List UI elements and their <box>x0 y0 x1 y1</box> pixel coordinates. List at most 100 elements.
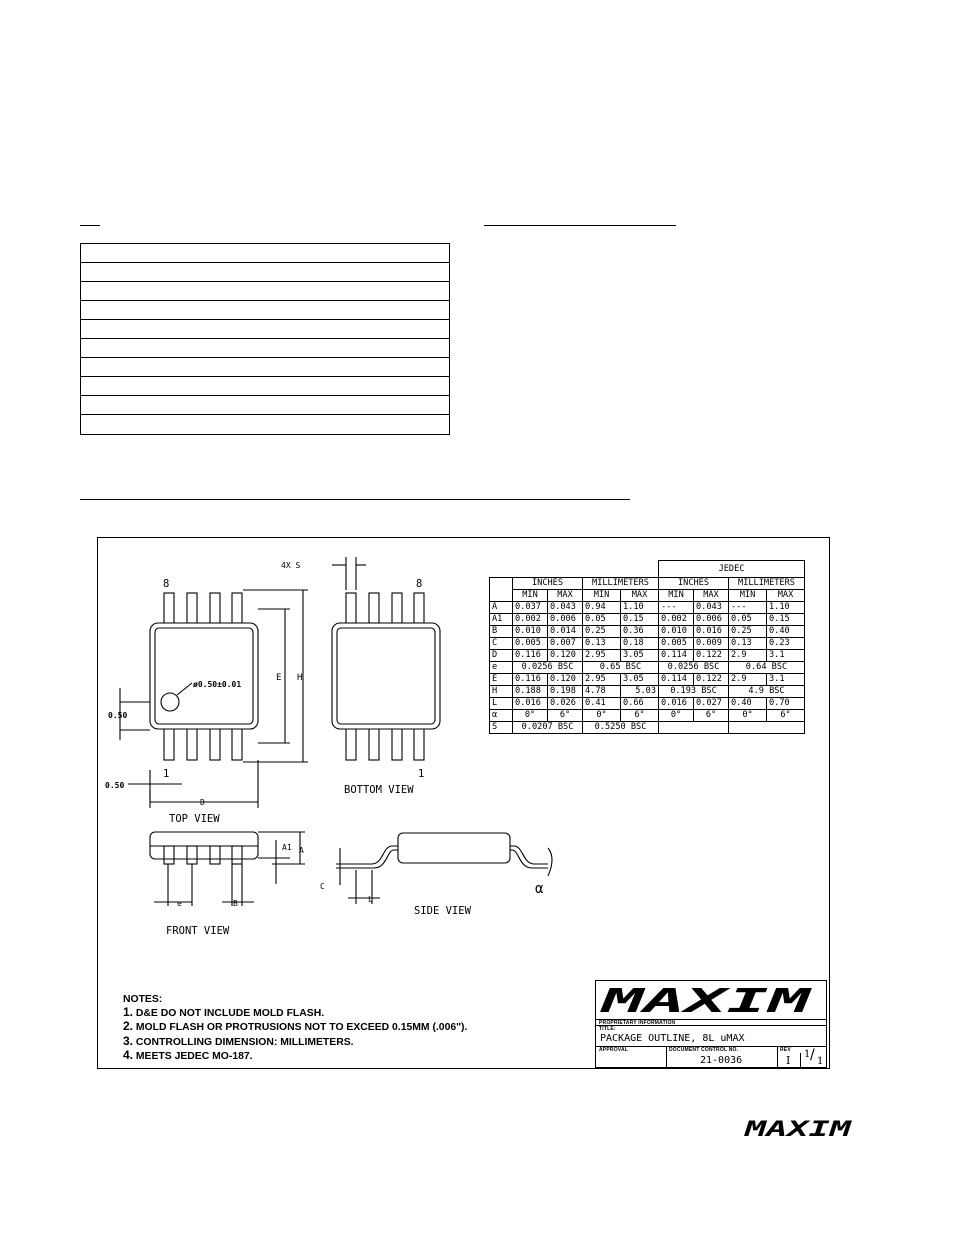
table-cell: 0.116 <box>512 673 548 686</box>
table-cell: 0.026 <box>547 697 583 710</box>
table-cell: 0.13 <box>728 637 767 650</box>
document-number: 21-0036 <box>700 1055 743 1066</box>
dim-symbol: D <box>489 649 513 662</box>
dim-050-label: 0.50 <box>108 711 127 720</box>
table-cell: 6° <box>620 709 659 722</box>
dim-symbol: A <box>489 601 513 614</box>
dim-symbol: α <box>489 709 513 722</box>
dim-4xs-label: 4X S <box>281 561 300 570</box>
short-heading-rule <box>80 225 100 226</box>
table-cell: 3.05 <box>620 673 659 686</box>
bottom-view-package <box>331 557 441 761</box>
svg-text:MAXIM: MAXIM <box>744 1118 852 1140</box>
table-row <box>81 282 449 301</box>
inches-header: INCHES <box>512 577 583 590</box>
table-row <box>81 415 449 434</box>
min-header: MIN <box>658 589 694 602</box>
table-row <box>81 320 449 339</box>
table-cell: 0.120 <box>547 673 583 686</box>
note-text: D&E DO NOT INCLUDE MOLD FLASH. <box>135 1008 325 1020</box>
table-cell: 0° <box>728 709 767 722</box>
note-item: 1. D&E DO NOT INCLUDE MOLD FLASH. <box>123 1006 467 1020</box>
footer-maxim-logo: MAXIM <box>744 1118 852 1140</box>
table-cell: --- <box>658 601 694 614</box>
table-cell: 0.41 <box>582 697 621 710</box>
dim-c-label: C <box>320 882 325 891</box>
drawing-title: PACKAGE OUTLINE, 8L uMAX <box>600 1033 745 1044</box>
dim-symbol: B <box>489 625 513 638</box>
table-cell: 0.64 BSC <box>728 661 805 674</box>
table-row <box>81 377 449 396</box>
package-drawing: 8 8 1 1 4X S E H ø0.50±0.01 0.50 0.50 D … <box>105 557 553 937</box>
note-item: 2. MOLD FLASH OR PROTRUSIONS NOT TO EXCE… <box>123 1020 467 1034</box>
notes-block: NOTES: 1. D&E DO NOT INCLUDE MOLD FLASH.… <box>123 994 467 1063</box>
table-cell: 2.95 <box>582 673 621 686</box>
title-label: TITLE: <box>599 1026 616 1032</box>
table-cell: 0.114 <box>658 673 694 686</box>
table-cell: 0° <box>512 709 548 722</box>
dim-a-label: A <box>299 846 304 855</box>
sheet-slash: / <box>810 1047 815 1063</box>
table-row <box>81 263 449 282</box>
table-cell: 0.13 <box>582 637 621 650</box>
note-item: 4. MEETS JEDEC MO-187. <box>123 1049 467 1063</box>
table-cell: 0.122 <box>693 673 729 686</box>
note-text: MEETS JEDEC MO-187. <box>135 1050 253 1062</box>
table-cell: 0.05 <box>582 613 621 626</box>
table-cell: 0.009 <box>693 637 729 650</box>
table-cell: 0.23 <box>766 637 805 650</box>
table-cell: 0.40 <box>728 697 767 710</box>
table-cell: 6° <box>547 709 583 722</box>
table-cell: 0.116 <box>512 649 548 662</box>
table-cell: 0.002 <box>658 613 694 626</box>
table-cell: 1.10 <box>766 601 805 614</box>
table-cell: 0.043 <box>547 601 583 614</box>
dim-l-label: L <box>368 895 373 904</box>
approval-label: APPROVAL <box>599 1047 629 1053</box>
table-row <box>81 396 449 415</box>
sheet-total: 1 <box>817 1056 824 1067</box>
dim-symbol: E <box>489 673 513 686</box>
note-number: 3. <box>123 1033 134 1048</box>
table-cell: 0.016 <box>512 697 548 710</box>
min-header: MIN <box>728 589 767 602</box>
table-cell: 0.010 <box>512 625 548 638</box>
table-cell: 0.0207 BSC <box>512 721 583 734</box>
table-row <box>81 339 449 358</box>
top-view-caption: TOP VIEW <box>169 813 220 825</box>
table-cell: 0.94 <box>582 601 621 614</box>
table-cell: 0.40 <box>766 625 805 638</box>
table-cell: 0.15 <box>766 613 805 626</box>
table-cell: 0° <box>658 709 694 722</box>
sheet-number: 1 <box>804 1049 811 1060</box>
note-number: 1. <box>123 1005 134 1020</box>
dim-e-label: E <box>276 673 281 683</box>
table-cell: 0.027 <box>693 697 729 710</box>
section-heading-rule <box>80 499 630 500</box>
table-row: JEDEC <box>490 560 805 578</box>
min-header: MIN <box>512 589 548 602</box>
table-cell: 0.006 <box>693 613 729 626</box>
table-cell: 0.36 <box>620 625 659 638</box>
table-cell: 3.1 <box>766 649 805 662</box>
revision: I <box>786 1054 791 1067</box>
jedec-millimeters-header: MILLIMETERS <box>728 577 805 590</box>
max-header: MAX <box>693 589 729 602</box>
table-cell: 0.25 <box>728 625 767 638</box>
table-cell: 0.007 <box>547 637 583 650</box>
table-cell: 0.005 <box>512 637 548 650</box>
pin-1-label: 1 <box>163 768 169 780</box>
note-number: 4. <box>123 1047 134 1062</box>
table-cell: 2.95 <box>582 649 621 662</box>
dim-symbol: e <box>489 661 513 674</box>
max-header: MAX <box>766 589 805 602</box>
note-number: 2. <box>123 1019 134 1034</box>
note-item: 3. CONTROLLING DIMENSION: MILLIMETERS. <box>123 1035 467 1049</box>
table-row: e 0.0256 BSC 0.65 BSC 0.0256 BSC 0.64 BS… <box>489 661 805 674</box>
table-cell: 0.120 <box>547 649 583 662</box>
